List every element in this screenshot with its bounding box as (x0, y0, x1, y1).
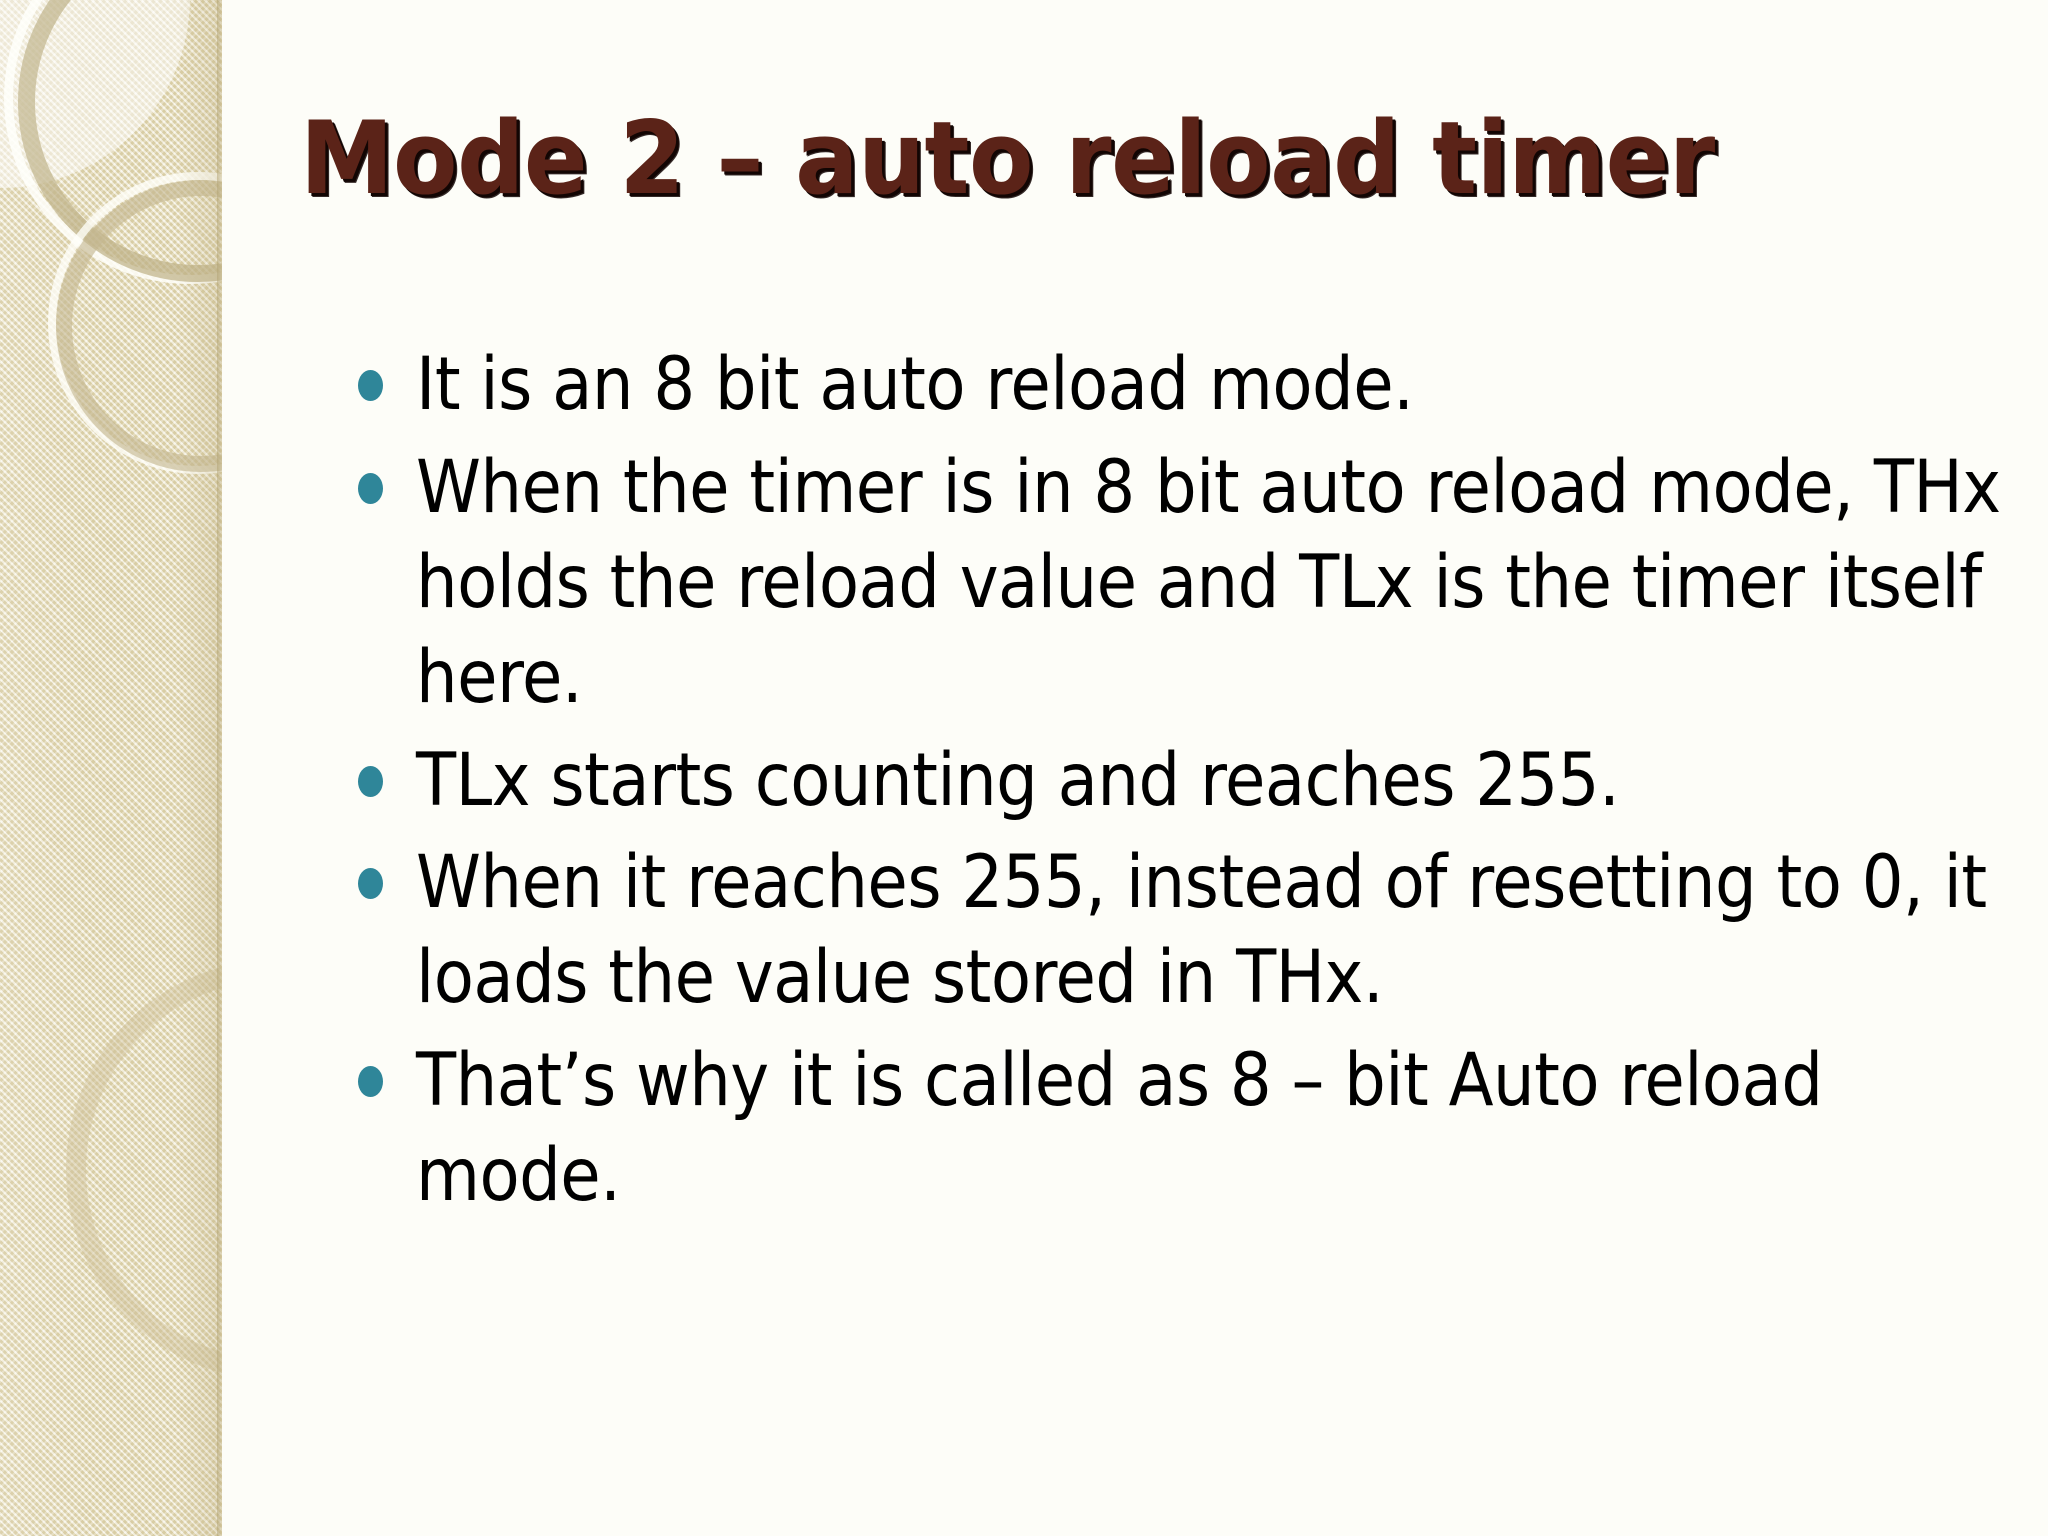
bullet-item: When it reaches 255, instead of resettin… (340, 836, 2020, 1026)
bullet-text: When the timer is in 8 bit auto reload m… (416, 444, 2001, 720)
bullet-text: When it reaches 255, instead of resettin… (416, 840, 1987, 1021)
bullet-text: That’s why it is called as 8 – bit Auto … (416, 1038, 1823, 1219)
sidebar-right-edge (217, 0, 222, 1536)
slide-title: Mode 2 – auto reload timer (300, 99, 1715, 217)
bullet-marker-icon (358, 472, 383, 504)
bullet-item: TLx starts counting and reaches 255. (340, 734, 2020, 829)
bullet-text: TLx starts counting and reaches 255. (416, 737, 1620, 823)
bullet-item: It is an 8 bit auto reload mode. (340, 338, 2020, 433)
bullet-marker-icon (358, 868, 383, 900)
decorative-sidebar-panel (0, 0, 222, 1536)
bullet-marker-icon (358, 1066, 383, 1098)
bullet-text: It is an 8 bit auto reload mode. (416, 342, 1414, 427)
bullet-marker-icon (358, 370, 383, 401)
sidebar-shading (0, 0, 222, 1536)
slide-body-bullet-list: It is an 8 bit auto reload mode. When th… (340, 338, 2020, 1232)
bullet-item: That’s why it is called as 8 – bit Auto … (340, 1034, 2020, 1224)
bullet-marker-icon (358, 765, 383, 797)
bullet-item: When the timer is in 8 bit auto reload m… (340, 441, 2020, 726)
